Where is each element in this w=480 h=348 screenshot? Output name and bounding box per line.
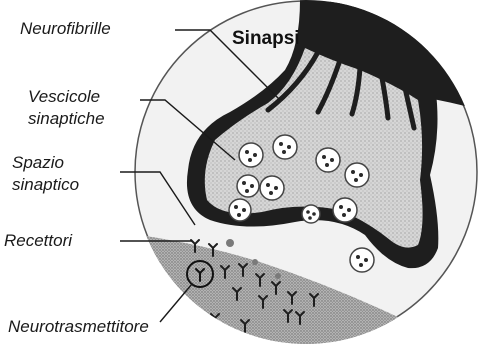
vesicle: [302, 205, 320, 223]
vesicle: [229, 199, 251, 221]
vesicle: [350, 248, 374, 272]
label-recettori: Recettori: [4, 231, 73, 250]
vesicle: [333, 198, 357, 222]
label-vescicole-line2: sinaptiche: [28, 109, 105, 128]
vesicle: [316, 148, 340, 172]
label-vescicole-line1: Vescicole: [28, 87, 100, 106]
vesicle: [239, 143, 263, 167]
vesicle: [237, 175, 259, 197]
vesicle: [345, 163, 369, 187]
label-spazio-line2: sinaptico: [12, 175, 79, 194]
vesicle: [273, 135, 297, 159]
diagram-title: Sinapsi: [232, 28, 300, 49]
label-spazio-line1: Spazio: [12, 153, 64, 172]
vesicle: [260, 176, 284, 200]
label-neurotrasmettitore: Neurotrasmettitore: [8, 317, 149, 336]
label-neurofibrille: Neurofibrille: [20, 19, 111, 38]
